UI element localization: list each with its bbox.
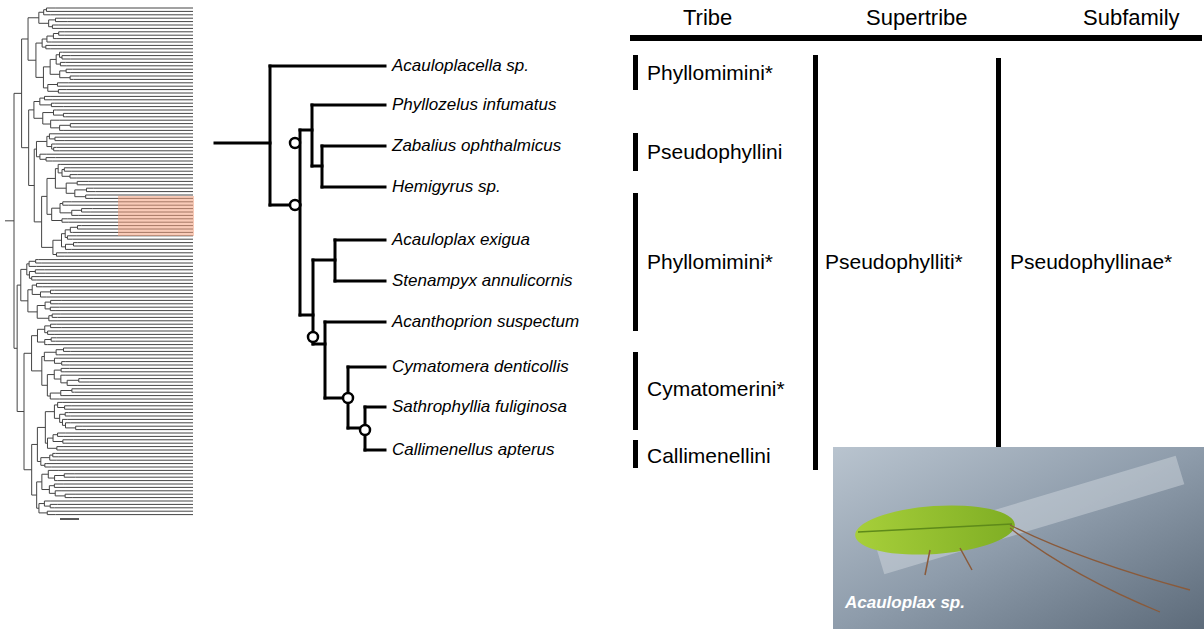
column-header: Supertribe (866, 5, 968, 31)
insect-photo (833, 447, 1204, 629)
highlight-clade (118, 196, 194, 236)
detail-tree (215, 66, 385, 450)
taxon-name: Stenampyx annulicornis (392, 271, 572, 291)
taxon-name: Cymatomera denticollis (392, 357, 569, 377)
taxon-name: Sathrophyllia fuliginosa (392, 397, 567, 417)
tribe-name: Cymatomerini* (647, 376, 785, 401)
tribe-name: Phyllomimini* (647, 60, 773, 85)
rank-name: Pseudophylliti* (825, 249, 963, 274)
taxon-name: Hemigyrus sp. (392, 177, 501, 197)
column-header: Subfamily (1083, 5, 1180, 31)
taxon-name: Acauloplax exigua (392, 230, 530, 250)
tribe-name: Phyllomimini* (647, 249, 773, 274)
overview-tree (5, 8, 193, 515)
taxon-name: Acanthoprion suspectum (392, 312, 579, 332)
tribe-name: Callimenellini (647, 443, 771, 468)
header-rule (630, 35, 1202, 41)
taxon-name: Callimenellus apterus (392, 440, 555, 460)
taxon-name: Acauloplacella sp. (392, 56, 529, 76)
scale-bar (60, 518, 79, 520)
taxon-name: Zabalius ophthalmicus (392, 136, 561, 156)
photo-caption: Acauloplax sp. (845, 593, 965, 613)
column-header: Tribe (683, 5, 732, 31)
node-circle (290, 138, 370, 435)
rank-name: Pseudophyllinae* (1010, 249, 1172, 274)
tribe-name: Pseudophyllini (647, 139, 782, 164)
taxon-name: Phyllozelus infumatus (392, 95, 556, 115)
bracket-bar (633, 55, 1001, 470)
